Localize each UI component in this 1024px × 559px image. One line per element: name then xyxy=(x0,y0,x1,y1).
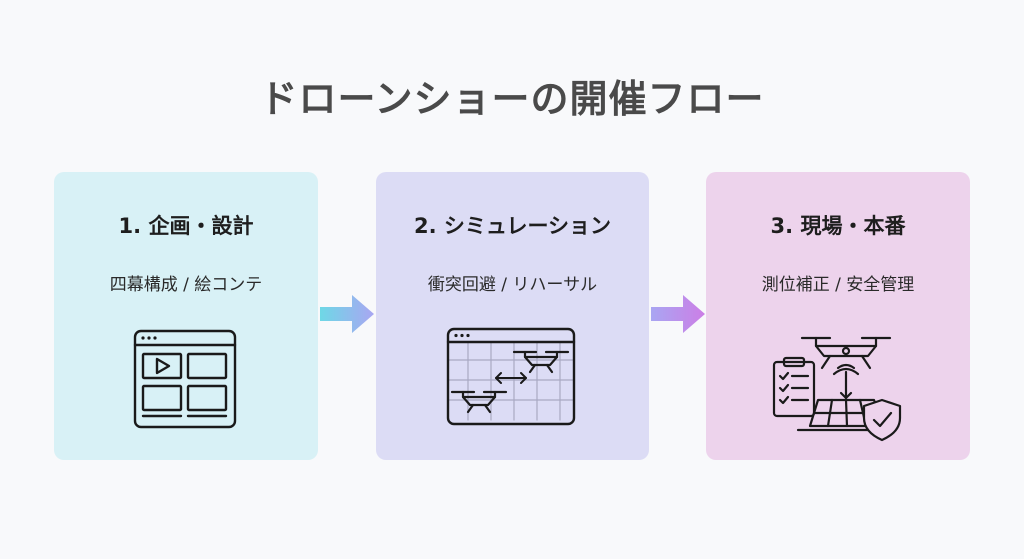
storyboard-icon xyxy=(133,329,237,429)
step-subtitle: 四幕構成 / 絵コンテ xyxy=(109,275,263,295)
diagram-title: ドローンショーの開催フロー xyxy=(259,77,765,121)
step-title: 1. 企画・設計 xyxy=(118,214,254,238)
step-card-onsite: 3. 現場・本番 測位補正 / 安全管理 xyxy=(706,172,970,460)
step-title: 3. 現場・本番 xyxy=(770,214,906,238)
step-card-planning: 1. 企画・設計 四幕構成 / 絵コンテ xyxy=(54,172,318,460)
step-title: 2. シミュレーション xyxy=(413,214,612,238)
step-card-simulation: 2. シミュレーション 衝突回避 / リハーサル xyxy=(376,172,649,460)
simulation-grid-drones-icon xyxy=(446,327,576,426)
arrow-right-icon xyxy=(320,295,374,333)
drone-checklist-shield-icon xyxy=(772,336,902,442)
step-subtitle: 衝突回避 / リハーサル xyxy=(427,275,598,295)
step-subtitle: 測位補正 / 安全管理 xyxy=(761,275,915,295)
arrow-right-icon xyxy=(651,295,705,333)
